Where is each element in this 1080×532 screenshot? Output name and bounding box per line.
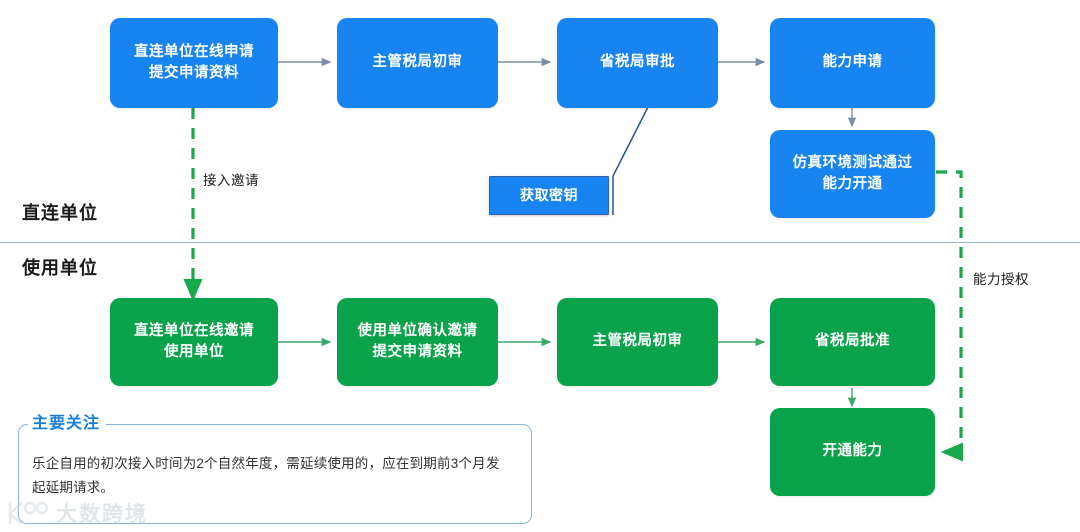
lane-divider: [0, 242, 1080, 243]
lane-label-direct-org: 直连单位: [22, 203, 98, 223]
dashed-capability-grant: [936, 170, 964, 462]
note-callout: [18, 424, 532, 524]
node-bureau-review-2[interactable]: 主管税局初审: [557, 298, 718, 386]
node-confirm-invite[interactable]: 使用单位确认邀请 提交申请资料: [337, 298, 498, 386]
node-province-approve[interactable]: 省税局审批: [557, 18, 718, 108]
watermark-logo-icon: [8, 501, 49, 525]
lane-label-using-org: 使用单位: [22, 258, 98, 278]
node-capability-apply[interactable]: 能力申请: [770, 18, 935, 108]
node-province-grant[interactable]: 省税局批准: [770, 298, 935, 386]
watermark: 大数跨境: [6, 498, 148, 528]
node-invite-user-org[interactable]: 直连单位在线邀请 使用单位: [110, 298, 278, 386]
node-sim-test-pass[interactable]: 仿真环境测试通过 能力开通: [770, 130, 935, 218]
note-body: 乐企自用的初次接入时间为2个自然年度，需延续使用的，应在到期前3个月发起延期请求…: [32, 456, 500, 495]
node-apply-submit[interactable]: 直连单位在线申请 提交申请资料: [110, 18, 278, 108]
node-bureau-review-1[interactable]: 主管税局初审: [337, 18, 498, 108]
note-title: 主要关注: [28, 409, 107, 433]
edge-label-access-invite: 接入邀请: [203, 173, 259, 188]
node-enable-capability[interactable]: 开通能力: [770, 408, 935, 496]
watermark-text: 大数跨境: [56, 503, 148, 526]
edge-label-capability-grant: 能力授权: [973, 272, 1029, 287]
node-get-secret-key[interactable]: 获取密钥: [489, 176, 609, 215]
connector-province-to-secretkey: [612, 106, 649, 215]
